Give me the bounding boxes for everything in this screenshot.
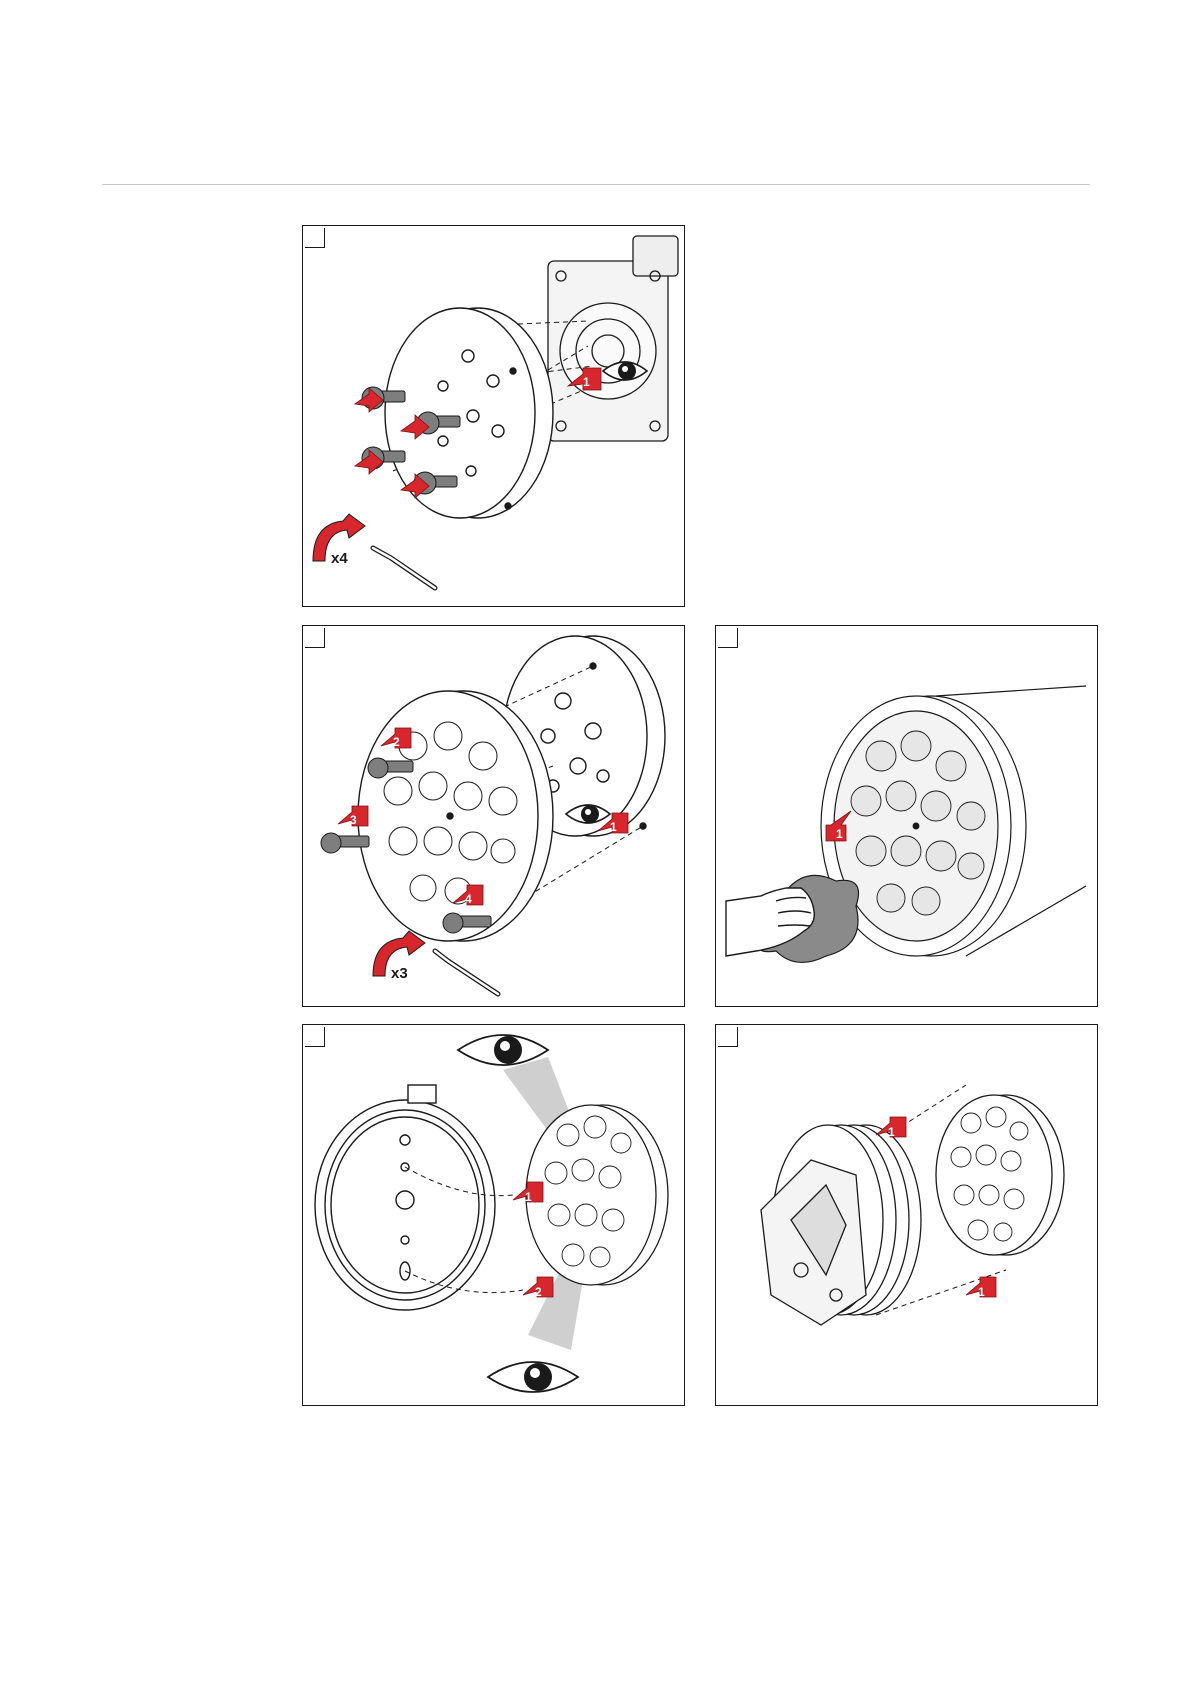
turn-count-label: x4 [331,550,348,567]
callout-arrow-2: 2 [523,1277,553,1299]
panel-3-clean-insert: 1 [715,625,1098,1007]
panel-1-remove-flange: 1 x4 [302,225,685,607]
panel-2-illustration: 2 3 4 1 x3 [303,626,685,1007]
panel-5-illustration: 1 1 [716,1025,1098,1406]
callout-arrow-1: 1 [513,1182,543,1204]
svg-text:2: 2 [393,735,400,749]
panel-2-remove-insert: 2 3 4 1 x3 [302,625,685,1007]
svg-text:1: 1 [888,1125,895,1139]
svg-text:1: 1 [836,827,843,841]
panel-1-illustration: 1 x4 [303,226,685,607]
panel-3-illustration: 1 [716,626,1098,1007]
housing-cylinder [821,686,1086,956]
turn-count-label: x3 [391,965,408,982]
contact-insert [936,1095,1064,1255]
panel-4-illustration: 1 2 [303,1025,685,1406]
contact-insert [526,1105,668,1285]
svg-text:4: 4 [465,892,472,906]
eye-icon [488,1362,578,1392]
motor-housing [548,236,678,441]
svg-text:3: 3 [350,813,357,827]
housing-ring [315,1085,495,1310]
contact-insert [358,691,553,941]
header-rule [102,184,1090,185]
svg-text:1: 1 [525,1190,532,1204]
svg-text:1: 1 [610,820,617,834]
panel-5-insert-contacts: 1 1 [715,1024,1098,1406]
torch-body [761,1125,921,1325]
panel-4-align-insert: 1 2 [302,1024,685,1406]
hex-key-inner [373,548,435,588]
callout-arrow-3: 3 [338,806,368,827]
svg-text:1: 1 [583,375,590,389]
callout-arrow-1-lower: 1 [966,1277,996,1299]
svg-text:1: 1 [978,1285,985,1299]
svg-text:2: 2 [535,1285,542,1299]
eye-icon [458,1035,548,1065]
